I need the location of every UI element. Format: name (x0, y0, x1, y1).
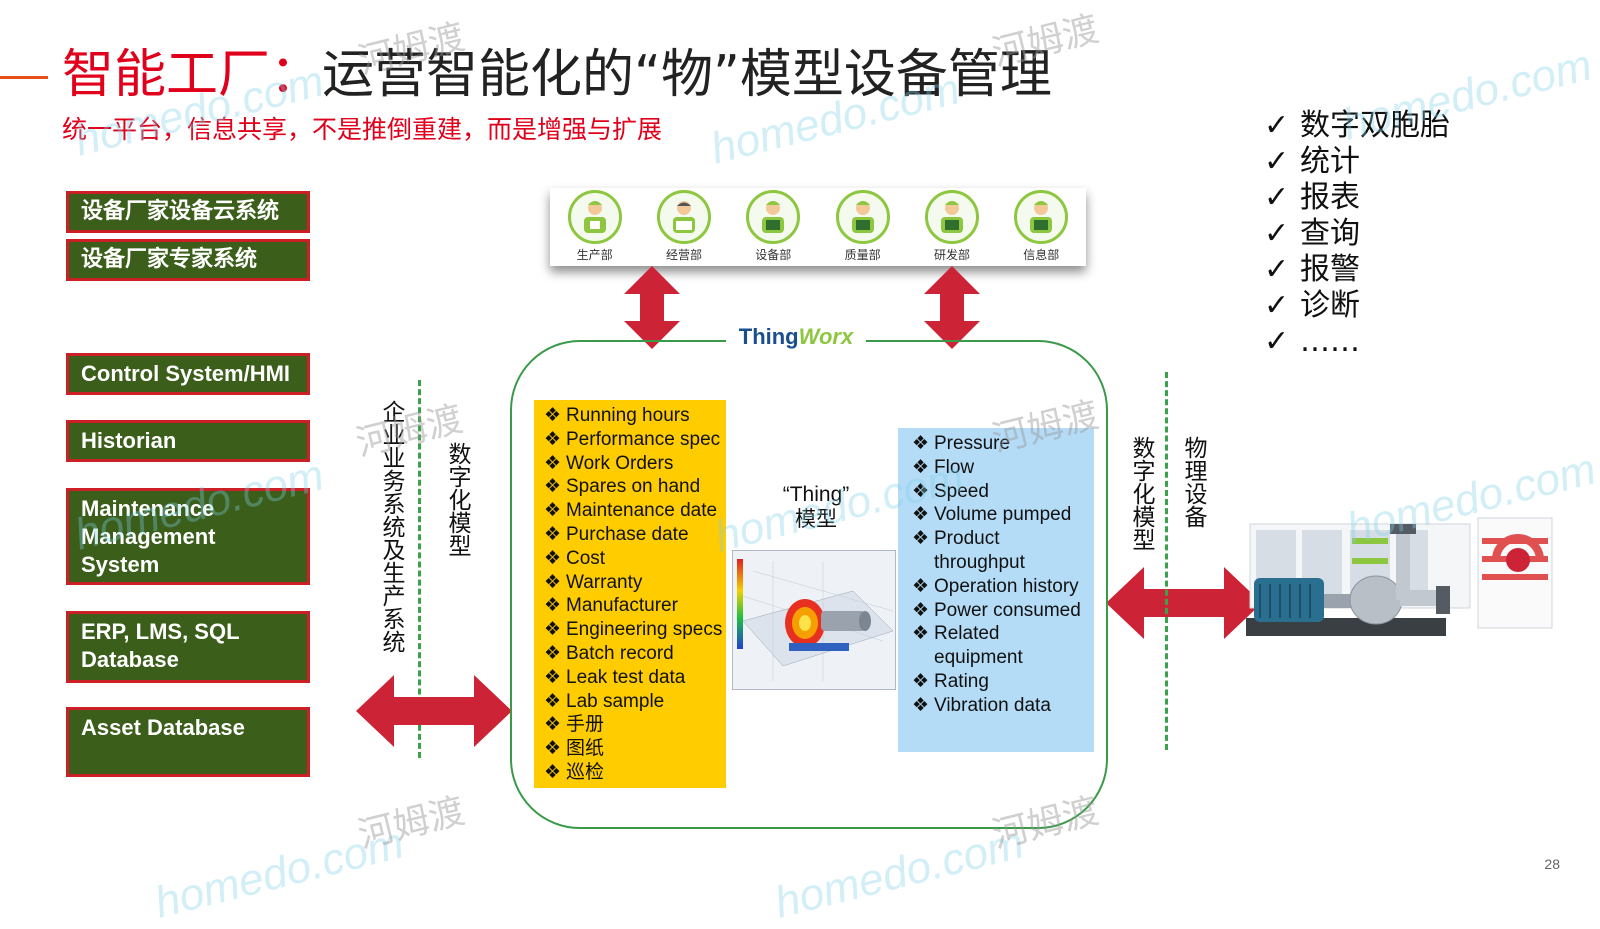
feature-item: ✓报表 (1264, 180, 1360, 215)
system-box-vendor-expert: 设备厂家专家系统 (66, 239, 310, 281)
system-box-historian: Historian (66, 420, 310, 462)
asset-info-item: ❖Maintenance date (544, 500, 718, 522)
operation-data-item: ❖Volume pumped (912, 504, 1072, 526)
check-icon: ✓ (1264, 216, 1290, 251)
dept-rnd: 研发部 (917, 188, 987, 266)
asset-info-item: ❖Lab sample (544, 690, 665, 712)
asset-info-item: ❖手册 (544, 714, 605, 736)
operation-data-list: ❖Pressure❖Flow❖Speed❖Volume pumped❖Produ… (898, 428, 1094, 752)
system-box-control-hmi: Control System/HMI (66, 353, 310, 395)
dept-business: 经营部 (649, 188, 719, 266)
asset-info-item: ❖巡检 (544, 761, 605, 783)
asset-info-item: ❖Performance spec (544, 428, 721, 450)
check-icon: ✓ (1264, 324, 1290, 359)
operation-data-item: ❖Flow (912, 456, 975, 478)
operation-data-item: ❖Speed (912, 480, 989, 502)
feature-checklist: ✓数字双胞胎✓统计✓报表✓查询✓报警✓诊断✓…… (1264, 108, 1564, 360)
title-accent-line (0, 76, 48, 79)
operation-data-item: ❖Power consumed (912, 599, 1081, 621)
operation-data-item: ❖Vibration data (912, 694, 1051, 716)
operation-data-item-cont: equipment (934, 647, 1023, 669)
it-icon (1014, 190, 1069, 244)
check-icon: ✓ (1264, 108, 1290, 143)
system-box-maintenance: Maintenance Management System (66, 488, 310, 585)
page-subtitle: 统一平台，信息共享，不是推倒重建，而是增强与扩展 (62, 115, 663, 144)
feature-item: ✓诊断 (1264, 288, 1360, 323)
check-icon: ✓ (1264, 288, 1290, 323)
horizontal-arrow-right (1106, 567, 1262, 639)
feature-item: ✓数字双胞胎 (1264, 108, 1450, 143)
asset-info-item: ❖Leak test data (544, 666, 686, 688)
asset-info-item: ❖Batch record (544, 642, 674, 664)
department-bar: 生产部 经营部 设备部 质量部 研发部 信息部 (550, 188, 1086, 266)
inspector-icon (835, 190, 890, 244)
system-box-asset-db: Asset Database (66, 707, 310, 777)
pump-dashboard-image (1246, 508, 1576, 658)
enterprise-systems-label: 企业业务系统及生产系统 (378, 400, 404, 653)
feature-item: ✓统计 (1264, 144, 1360, 179)
asset-info-item: ❖Spares on hand (544, 476, 701, 498)
physical-equipment-label: 物理设备 (1180, 436, 1206, 528)
asset-info-item: ❖Manufacturer (544, 595, 678, 617)
asset-info-list: ❖Running hours❖Performance spec❖Work Ord… (534, 400, 726, 788)
feature-item: ✓查询 (1264, 216, 1360, 251)
dept-quality: 质量部 (828, 188, 898, 266)
dept-production: 生产部 (560, 188, 630, 266)
horizontal-arrow-left (356, 675, 512, 747)
vertical-arrow-right (924, 266, 980, 349)
dept-equipment: 设备部 (738, 188, 808, 266)
operation-data-item: ❖Related (912, 623, 1000, 645)
pump-cfd-image (732, 550, 896, 690)
operation-data-item: ❖Pressure (912, 433, 1011, 454)
operation-data-item-cont: throughput (934, 551, 1025, 573)
feature-item: ✓报警 (1264, 252, 1360, 287)
operation-data-item: ❖Product (912, 528, 1000, 550)
engineer-icon (746, 190, 801, 244)
digital-model-label-right: 数字化模型 (1128, 436, 1154, 551)
check-icon: ✓ (1264, 180, 1290, 215)
page-title-main: 运营智能化的“物”模型设备管理 (322, 45, 1052, 105)
page-title: 智能工厂：运营智能化的“物”模型设备管理 (62, 44, 1052, 106)
asset-info-item: ❖Running hours (544, 405, 690, 426)
system-box-erp: ERP, LMS, SQL Database (66, 611, 310, 683)
manager-icon (656, 190, 711, 244)
operation-data-item: ❖Operation history (912, 575, 1079, 597)
page-number: 28 (1544, 856, 1560, 872)
divider-right (1165, 372, 1168, 750)
check-icon: ✓ (1264, 144, 1290, 179)
asset-info-item: ❖Engineering specs (544, 619, 723, 641)
page-title-highlight: 智能工厂： (62, 45, 323, 105)
operation-data-item: ❖Rating (912, 670, 989, 692)
asset-info-item: ❖Cost (544, 547, 606, 569)
thing-model-label: “Thing” 模型 (782, 483, 850, 531)
vertical-arrow-left (624, 266, 680, 349)
asset-info-item: ❖图纸 (544, 738, 605, 760)
asset-info-item: ❖Purchase date (544, 523, 689, 545)
dept-it: 信息部 (1006, 188, 1076, 266)
divider-left (418, 380, 421, 758)
researcher-icon (924, 190, 979, 244)
thingworx-logo: ThingWorx (726, 324, 866, 358)
worker-icon (567, 190, 622, 244)
asset-info-item: ❖Warranty (544, 571, 643, 593)
feature-item: ✓…… (1264, 324, 1360, 359)
arrow-layer (356, 266, 1262, 747)
digital-model-label-left: 数字化模型 (444, 442, 470, 557)
check-icon: ✓ (1264, 252, 1290, 287)
system-box-vendor-cloud: 设备厂家设备云系统 (66, 191, 310, 233)
asset-info-item: ❖Work Orders (544, 452, 674, 474)
